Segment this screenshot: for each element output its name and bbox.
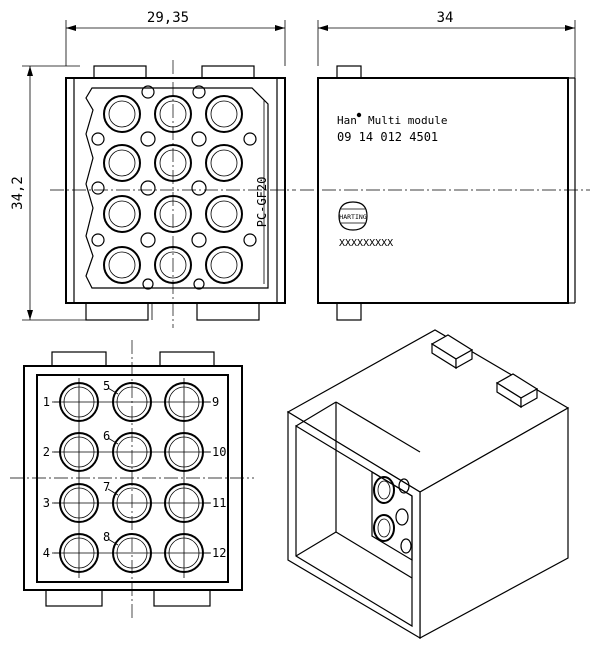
dimension-height: 34,2 xyxy=(10,65,86,321)
dimension-side-width-label: 34 xyxy=(437,10,454,26)
pin-number-12: 12 xyxy=(212,546,226,560)
front-view: PC-GF20 xyxy=(50,60,296,328)
pin-number-10: 10 xyxy=(212,445,226,459)
pin-number-9: 9 xyxy=(212,395,219,409)
pin-number-3: 3 xyxy=(43,496,50,510)
pin-number-1: 1 xyxy=(43,395,50,409)
rear-view-contacts xyxy=(54,378,210,578)
dimension-height-label: 34,2 xyxy=(10,176,26,210)
front-material-label: PC-GF20 xyxy=(255,177,269,228)
side-view: Han Multi module 09 14 012 4501 HARTING … xyxy=(300,65,590,321)
pin-numbers: 1 2 3 4 5 6 7 8 9 10 11 12 xyxy=(43,379,227,560)
side-label-code: XXXXXXXXX xyxy=(339,238,393,249)
dimension-front-width: 29,35 xyxy=(65,10,286,66)
pin-number-5: 5 xyxy=(103,379,110,393)
harting-logo-text: HARTING xyxy=(339,213,366,221)
pin-number-2: 2 xyxy=(43,445,50,459)
pin-number-8: 8 xyxy=(103,530,110,544)
harting-logo: HARTING xyxy=(338,201,368,231)
pin-number-6: 6 xyxy=(103,429,110,443)
dimension-side-width: 34 xyxy=(317,10,576,78)
dimension-front-width-label: 29,35 xyxy=(147,10,189,26)
front-view-contacts xyxy=(103,95,243,284)
pin-number-leaders xyxy=(52,387,211,554)
rear-view: 1 2 3 4 5 6 7 8 9 10 11 12 xyxy=(10,340,254,618)
isometric-view xyxy=(286,329,570,640)
side-label-part-number: 09 14 012 4501 xyxy=(337,130,438,144)
pin-number-7: 7 xyxy=(103,480,110,494)
pin-number-4: 4 xyxy=(43,546,50,560)
front-view-coding-holes xyxy=(91,85,257,290)
side-label-brand: Han xyxy=(337,114,357,127)
pin-number-11: 11 xyxy=(212,496,226,510)
side-label-product: Multi module xyxy=(368,114,447,127)
